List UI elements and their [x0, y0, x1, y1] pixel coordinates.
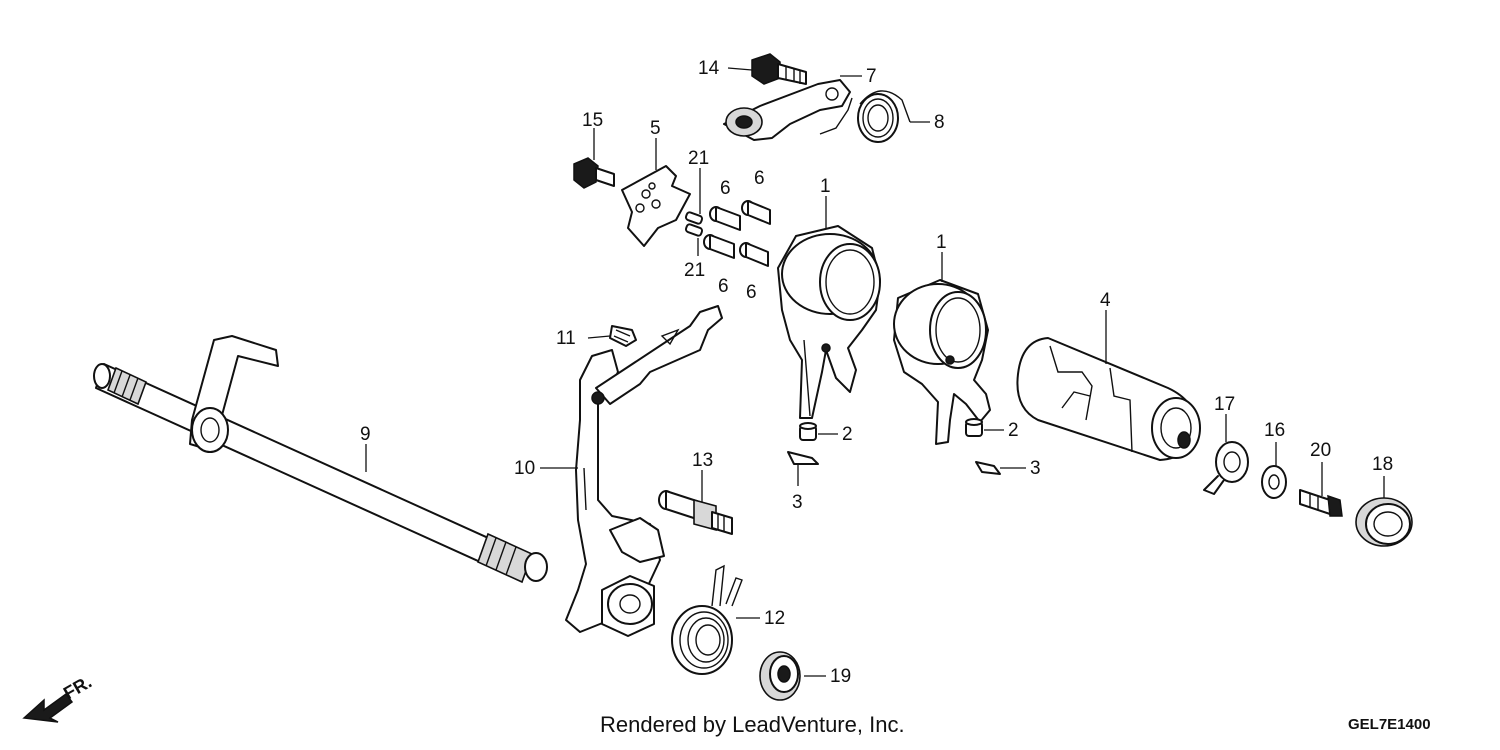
part-5-plate[interactable] — [621, 165, 691, 247]
part-7-stopper-arm[interactable] — [723, 79, 851, 141]
callout-20: 20 — [1310, 440, 1331, 461]
callout-17: 17 — [1214, 394, 1235, 415]
callout-10: 10 — [514, 458, 535, 479]
callout-21-top: 21 — [688, 148, 709, 169]
callout-21-bottom: 21 — [684, 260, 705, 281]
front-arrow-icon — [22, 692, 74, 723]
callout-19: 19 — [830, 666, 851, 687]
callout-6-top-left: 6 — [720, 178, 731, 199]
callout-6-top-right: 6 — [754, 168, 765, 189]
part-21-pins[interactable] — [684, 211, 704, 237]
part-1-shift-fork-right[interactable] — [893, 279, 991, 445]
part-16-washer[interactable] — [1261, 465, 1287, 499]
callout-6-bottom-right: 6 — [746, 282, 757, 303]
part-1-shift-fork-left[interactable] — [777, 225, 881, 419]
callout-9: 9 — [360, 424, 371, 445]
callout-13: 13 — [692, 450, 713, 471]
part-12-return-spring[interactable] — [671, 564, 743, 675]
part-14-bolt[interactable] — [751, 53, 807, 85]
callout-16: 16 — [1264, 420, 1285, 441]
callout-15: 15 — [582, 110, 603, 131]
part-11-clip[interactable] — [609, 325, 637, 347]
callout-6-bottom-left: 6 — [718, 276, 729, 297]
callout-1-right: 1 — [936, 232, 947, 253]
part-9-shift-shaft[interactable] — [0, 0, 548, 584]
part-8-stopper-spring[interactable] — [819, 90, 911, 143]
part-13-pin-bolt[interactable] — [658, 490, 733, 535]
part-15-bolt[interactable] — [573, 157, 615, 189]
callout-8: 8 — [934, 112, 945, 133]
callout-11: 11 — [556, 328, 576, 349]
callout-labels: 14 7 8 15 5 21 6 6 1 21 6 6 1 4 11 9 2 2… — [360, 58, 1393, 687]
part-10-shift-arm[interactable] — [565, 305, 723, 637]
part-2-fork-pins[interactable] — [799, 418, 983, 441]
part-3-clips[interactable] — [787, 451, 1001, 475]
callout-4: 4 — [1100, 290, 1111, 311]
front-direction-indicator: FR. — [22, 672, 95, 723]
part-18-cap[interactable] — [1355, 497, 1413, 547]
diagram-code: GEL7E1400 — [1348, 716, 1431, 733]
part-20-bolt[interactable] — [1299, 489, 1343, 517]
callout-18: 18 — [1372, 454, 1393, 475]
render-credit: Rendered by LeadVenture, Inc. — [600, 712, 905, 737]
callout-3-left: 3 — [792, 492, 803, 513]
callout-3-right: 3 — [1030, 458, 1041, 479]
part-4-shift-drum[interactable] — [1016, 337, 1201, 461]
part-6-guide-pins[interactable] — [703, 200, 771, 267]
leader-lines — [365, 67, 1385, 677]
callout-12: 12 — [764, 608, 785, 629]
callout-5: 5 — [650, 118, 661, 139]
callout-1-left: 1 — [820, 176, 831, 197]
callout-7: 7 — [866, 66, 877, 87]
callout-2-left: 2 — [842, 424, 853, 445]
part-19-oil-seal[interactable] — [759, 651, 801, 701]
part-17-stopper-plate[interactable] — [1203, 441, 1249, 495]
callout-14: 14 — [698, 58, 720, 79]
callout-2-right: 2 — [1008, 420, 1019, 441]
